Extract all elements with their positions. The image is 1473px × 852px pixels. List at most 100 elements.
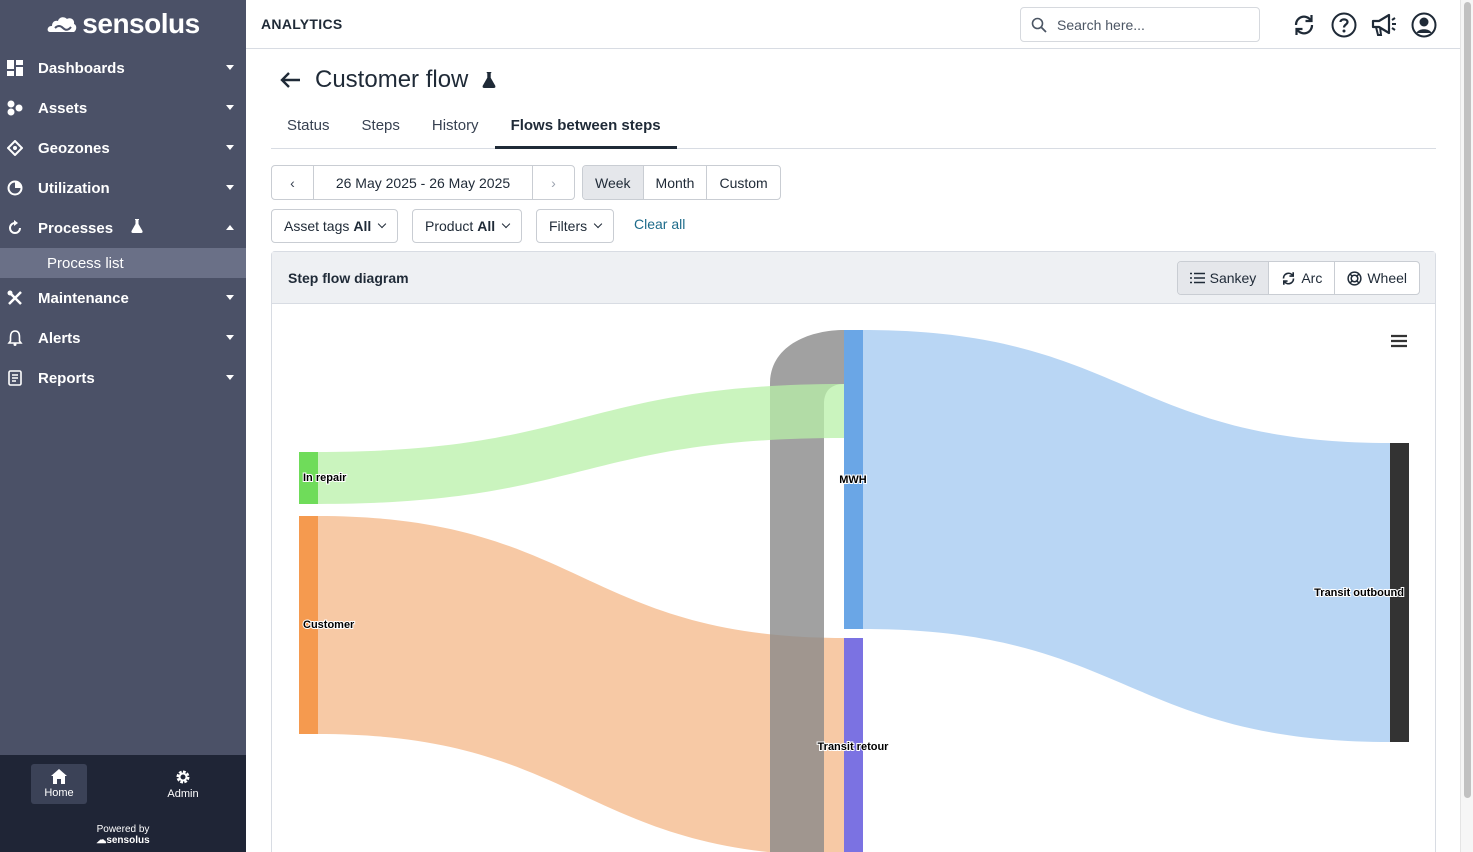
- search-icon: [1031, 17, 1047, 33]
- announcements-button[interactable]: [1370, 11, 1398, 39]
- section-title: ANALYTICS: [261, 16, 343, 32]
- sankey-view-button[interactable]: Sankey: [1177, 262, 1269, 294]
- powered-by-brand: ☁sensolus: [0, 835, 246, 846]
- wheel-view-button[interactable]: Wheel: [1334, 262, 1419, 294]
- account-button[interactable]: [1410, 11, 1438, 39]
- view-label: Arc: [1301, 270, 1323, 286]
- arc-view-button[interactable]: Arc: [1268, 262, 1334, 294]
- list-icon: [1189, 272, 1205, 284]
- sync-icon: [1283, 271, 1295, 285]
- home-button[interactable]: Home: [31, 764, 87, 804]
- page-scrollbar[interactable]: [1460, 0, 1473, 852]
- filter-value: All: [477, 218, 496, 234]
- caret-up-icon: [226, 225, 234, 230]
- admin-button[interactable]: Admin: [155, 764, 211, 804]
- date-navigator: ‹ 26 May 2025 - 26 May 2025 ›: [271, 165, 575, 200]
- refresh-icon: [1294, 15, 1314, 35]
- flask-icon: [482, 72, 496, 88]
- sankey-node-transit-retour[interactable]: [844, 638, 863, 852]
- megaphone-icon: [1371, 13, 1396, 36]
- powered-by-text: Powered by: [96, 824, 150, 835]
- caret-down-icon: [226, 295, 234, 300]
- previous-period-button[interactable]: ‹: [272, 166, 313, 199]
- sidebar: sensolus Dashboards Assets Geozones: [0, 0, 246, 852]
- utilization-icon: [6, 179, 24, 197]
- panel-header: Step flow diagram Sankey Arc Wheel: [272, 252, 1435, 304]
- nav-alerts[interactable]: Alerts: [0, 318, 246, 358]
- clear-all-link[interactable]: Clear all: [634, 216, 686, 232]
- caret-down-icon: [226, 335, 234, 340]
- link-mwh-transit-outbound[interactable]: [863, 330, 1390, 742]
- product-filter[interactable]: Product All: [412, 209, 523, 243]
- tab-flows-between-steps[interactable]: Flows between steps: [494, 109, 677, 149]
- step-flow-panel: Step flow diagram Sankey Arc Wheel In re…: [271, 251, 1436, 852]
- search-box[interactable]: [1020, 7, 1260, 42]
- period-custom-button[interactable]: Custom: [706, 166, 779, 199]
- next-period-button[interactable]: ›: [533, 166, 574, 199]
- nav-utilization[interactable]: Utilization: [0, 168, 246, 208]
- help-button[interactable]: [1330, 11, 1358, 39]
- sankey-node-label: Transit outbound: [1314, 587, 1404, 599]
- nav-geozones[interactable]: Geozones: [0, 128, 246, 168]
- more-filters-button[interactable]: Filters: [536, 209, 615, 243]
- main-nav: Dashboards Assets Geozones Utilization: [0, 48, 246, 398]
- page-header: Customer flow: [279, 66, 496, 94]
- nav-label: Processes: [38, 219, 114, 237]
- tab-history[interactable]: History: [431, 117, 479, 134]
- link-customer-transit-retour[interactable]: [318, 516, 844, 852]
- brand-name: sensolus: [82, 8, 200, 39]
- nav-assets[interactable]: Assets: [0, 88, 246, 128]
- chevron-right-icon: ›: [551, 174, 556, 191]
- nav-processes[interactable]: Processes: [0, 208, 246, 248]
- tab-steps[interactable]: Steps: [361, 117, 400, 134]
- main-content: Customer flow Status Steps History Flows…: [246, 49, 1460, 852]
- nav-label: Dashboards: [38, 59, 125, 77]
- link-in-repair-mwh[interactable]: [318, 384, 844, 504]
- sankey-node-transit-outbound[interactable]: [1390, 443, 1409, 742]
- caret-down-icon: [226, 375, 234, 380]
- back-arrow-icon[interactable]: [279, 71, 301, 89]
- nav-label: Alerts: [38, 329, 81, 347]
- view-label: Sankey: [1209, 270, 1257, 286]
- gear-icon: [176, 770, 190, 783]
- caret-down-icon: [226, 105, 234, 110]
- geozone-icon: [6, 139, 24, 157]
- user-avatar-icon: [1411, 12, 1437, 38]
- bell-icon: [6, 329, 24, 347]
- sankey-node-in-repair[interactable]: [299, 452, 318, 504]
- tab-bar: Status Steps History Flows between steps: [271, 109, 1436, 149]
- asset-tags-filter[interactable]: Asset tags All: [271, 209, 399, 243]
- home-icon: [51, 769, 67, 784]
- filter-label: Filters: [549, 218, 588, 234]
- hamburger-menu-icon[interactable]: [1391, 334, 1407, 348]
- link-transit-retour-mwh[interactable]: [770, 330, 844, 852]
- sankey-node-label: Transit retour: [818, 741, 890, 753]
- search-input[interactable]: [1057, 16, 1247, 33]
- sankey-node-label: In repair: [303, 472, 347, 484]
- view-label: Wheel: [1367, 270, 1407, 286]
- nav-process-list[interactable]: Process list: [0, 248, 246, 278]
- chart-view-selector: Sankey Arc Wheel: [1176, 261, 1420, 295]
- caret-down-icon: [226, 145, 234, 150]
- sankey-node-customer[interactable]: [299, 516, 318, 734]
- caret-down-icon: [226, 65, 234, 70]
- panel-title: Step flow diagram: [288, 270, 409, 286]
- nav-maintenance[interactable]: Maintenance: [0, 278, 246, 318]
- logo[interactable]: sensolus: [0, 0, 246, 48]
- life-ring-icon: [1347, 270, 1362, 286]
- nav-dashboards[interactable]: Dashboards: [0, 48, 246, 88]
- sankey-node-label: Customer: [303, 619, 355, 631]
- period-week-button[interactable]: Week: [583, 166, 643, 199]
- tab-status[interactable]: Status: [287, 117, 330, 134]
- date-range[interactable]: 26 May 2025 - 26 May 2025: [313, 166, 533, 199]
- nav-reports[interactable]: Reports: [0, 358, 246, 398]
- nav-label: Maintenance: [38, 289, 129, 307]
- chevron-down-icon: [378, 219, 387, 229]
- help-icon: [1331, 12, 1357, 38]
- scrollbar-thumb[interactable]: [1464, 2, 1471, 798]
- top-bar: ANALYTICS: [246, 0, 1460, 49]
- period-month-button[interactable]: Month: [642, 166, 707, 199]
- refresh-button[interactable]: [1290, 11, 1318, 39]
- sankey-node-mwh[interactable]: [844, 330, 863, 629]
